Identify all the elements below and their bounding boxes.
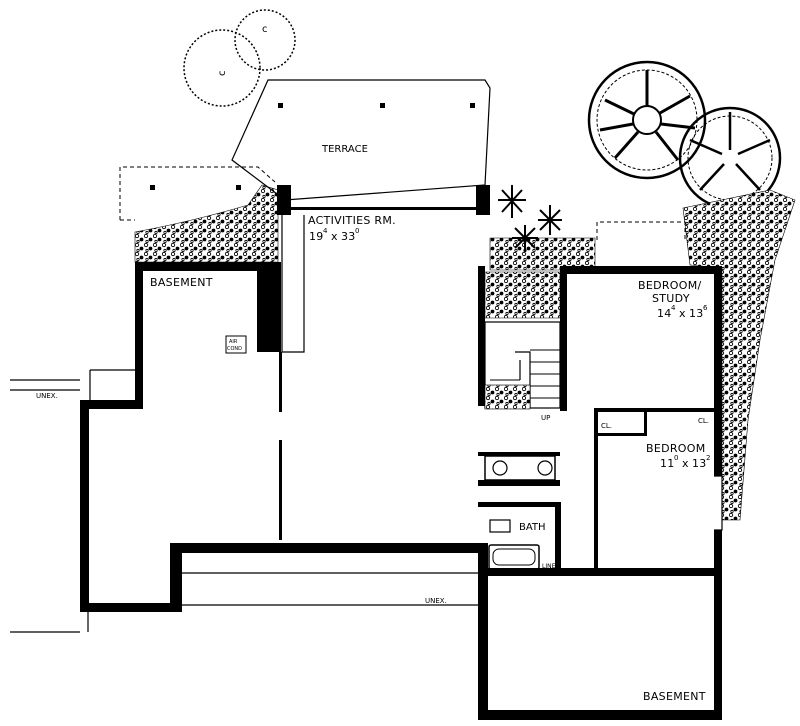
- shrub-bed: [484, 271, 561, 319]
- svg-text:14: 14: [657, 307, 672, 320]
- activities-room-label: ACTIVITIES RM.: [308, 214, 396, 227]
- air-cond-label: AIR: [229, 339, 238, 345]
- svg-text:c: c: [217, 71, 228, 77]
- basement-label-2: BASEMENT: [643, 690, 706, 703]
- plant-icon: [498, 185, 562, 252]
- stair-up-label: UP: [541, 414, 550, 422]
- air-cond-label-2: COND: [227, 346, 242, 352]
- bath-label: BATH: [519, 522, 546, 533]
- svg-text:2: 2: [706, 454, 710, 462]
- basement-label: BASEMENT: [150, 276, 213, 289]
- svg-text:0: 0: [674, 454, 678, 462]
- bedroom-study-dimensions: 14 4 x 13 6: [657, 304, 708, 320]
- shrub-bed: [489, 237, 596, 271]
- svg-text:11: 11: [660, 457, 675, 470]
- bedroom-dimensions: 11 0 x 13 2: [660, 454, 710, 470]
- svg-text:4: 4: [323, 227, 328, 235]
- svg-text:x: x: [682, 457, 689, 470]
- unex-label-2: UNEX.: [425, 597, 447, 605]
- bedroom-study-label: BEDROOM/: [638, 279, 702, 292]
- svg-text:33: 33: [341, 230, 356, 243]
- terrace-outline: [231, 79, 491, 201]
- svg-text:c: c: [262, 24, 268, 35]
- terrace-label: TERRACE: [321, 144, 368, 155]
- unex-label: UNEX.: [36, 392, 58, 400]
- closet-label: CL.: [601, 422, 612, 430]
- shrub-bed: [682, 189, 796, 521]
- bath-fixtures: [484, 455, 556, 570]
- dashed-deck: [119, 166, 276, 221]
- bedroom-study-label-2: STUDY: [652, 292, 690, 305]
- linen-label: LINEN: [542, 563, 560, 570]
- tree-outline-icon: c c: [183, 9, 296, 107]
- svg-text:x: x: [679, 307, 686, 320]
- svg-text:0: 0: [355, 227, 359, 235]
- bedroom-label: BEDROOM: [646, 442, 706, 455]
- stair: [484, 321, 561, 409]
- svg-text:13: 13: [692, 457, 707, 470]
- closet-label-2: CL.: [698, 417, 709, 425]
- tree-icon: [587, 60, 707, 180]
- svg-text:13: 13: [689, 307, 704, 320]
- svg-text:6: 6: [703, 304, 708, 312]
- activities-room-dimensions: 19 4 x 33 0: [309, 227, 359, 243]
- building-walls: [80, 185, 722, 720]
- svg-text:4: 4: [671, 304, 676, 312]
- shrub-bed: [134, 184, 279, 263]
- svg-text:x: x: [331, 230, 338, 243]
- svg-text:19: 19: [309, 230, 324, 243]
